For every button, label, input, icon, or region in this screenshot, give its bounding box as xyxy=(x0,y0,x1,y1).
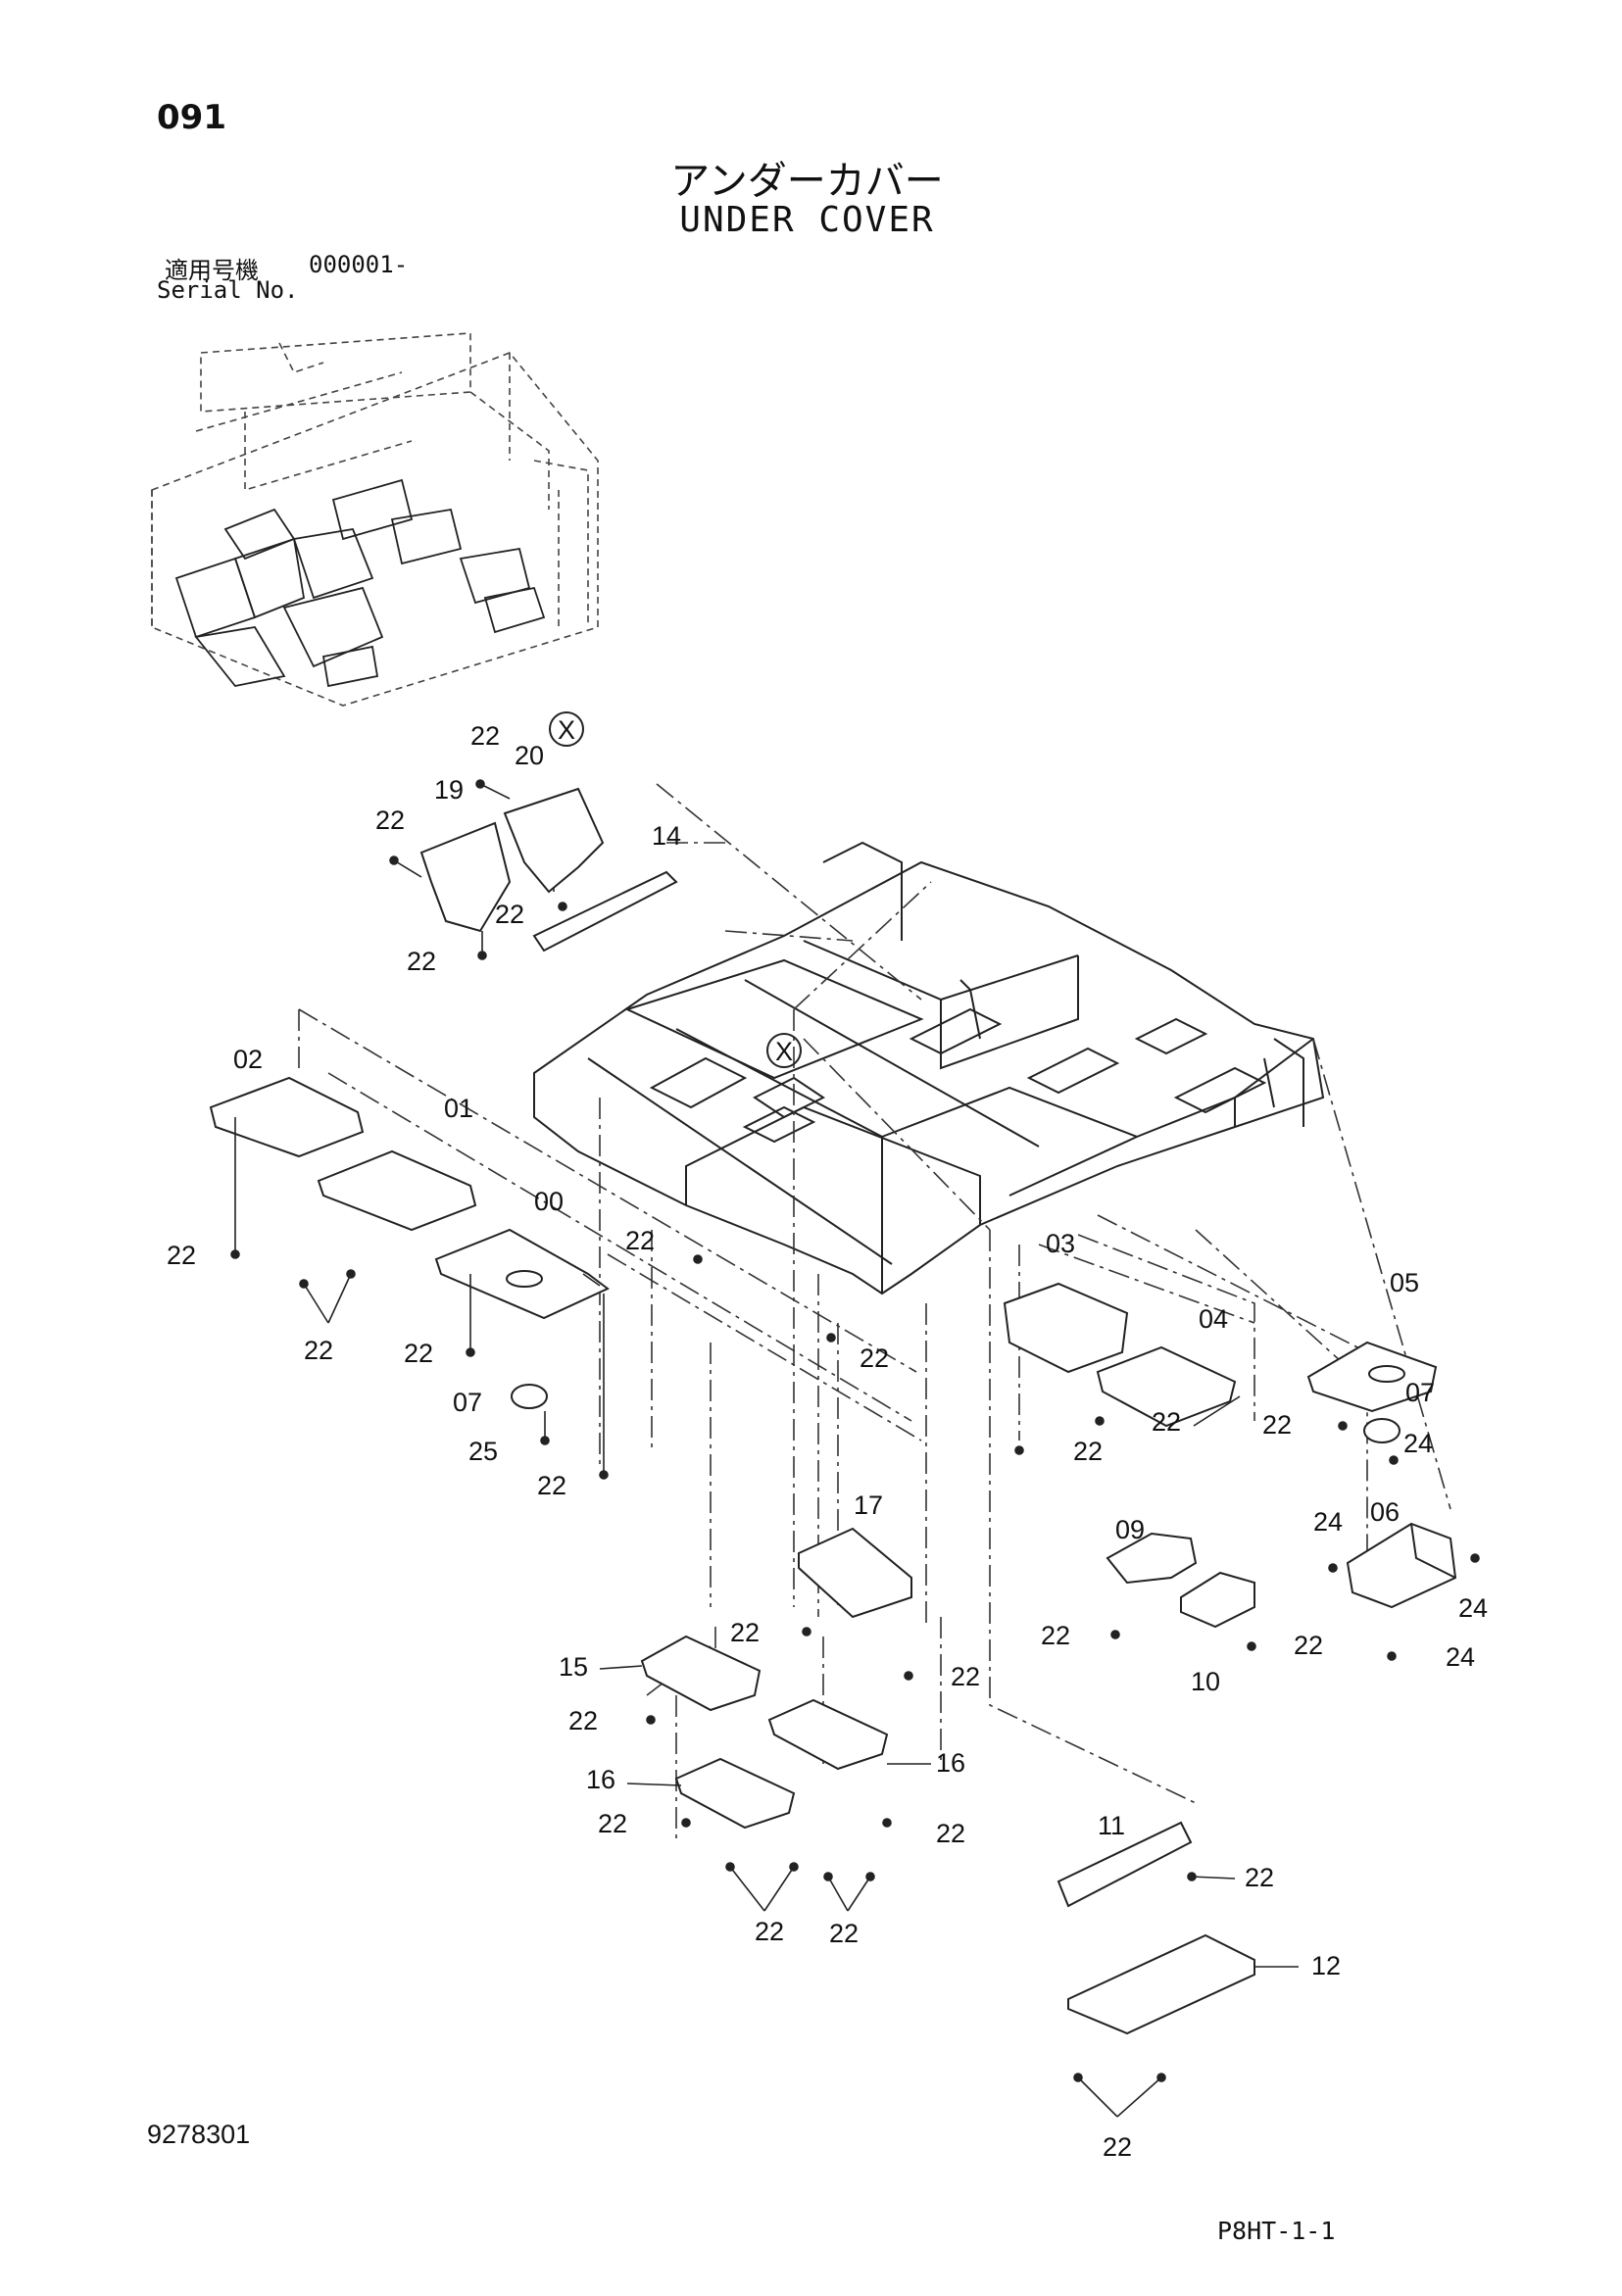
main-frame xyxy=(533,841,1325,1295)
cover-00 xyxy=(434,1228,610,1320)
serial-label-english: Serial No. xyxy=(157,276,299,304)
bracket-11 xyxy=(1057,1821,1193,1908)
cover-15 xyxy=(640,1635,762,1712)
callout-x-top: X xyxy=(558,715,575,745)
callout-20: 20 xyxy=(515,741,544,770)
x-mark-circle-mid xyxy=(766,1033,802,1068)
key-plan-covers xyxy=(174,478,546,688)
callout-22: 22 xyxy=(755,1917,784,1946)
serial-range: 000001- xyxy=(309,251,409,278)
callout-22: 22 xyxy=(404,1339,433,1368)
bracket-14 xyxy=(532,870,678,953)
callout-22: 22 xyxy=(470,721,500,751)
callout-05: 05 xyxy=(1390,1268,1419,1297)
callout-22: 22 xyxy=(167,1241,196,1270)
title-english: UNDER COVER xyxy=(679,200,935,240)
callout-22: 22 xyxy=(407,947,436,976)
callout-10: 10 xyxy=(1191,1667,1220,1696)
cover-06 xyxy=(1346,1522,1457,1609)
callout-22: 22 xyxy=(1103,2132,1132,2162)
callout-07: 07 xyxy=(1405,1378,1435,1407)
callout-24: 24 xyxy=(1458,1593,1488,1623)
cover-02 xyxy=(209,1076,365,1158)
callout-22: 22 xyxy=(375,806,405,835)
callout-15: 15 xyxy=(559,1652,588,1682)
cover-plates xyxy=(209,787,1457,2035)
callout-22: 22 xyxy=(495,900,524,929)
fasteners xyxy=(230,779,1480,2118)
callout-24: 24 xyxy=(1446,1642,1475,1672)
callout-22: 22 xyxy=(1262,1410,1292,1440)
callout-16: 16 xyxy=(936,1748,965,1778)
callout-22: 22 xyxy=(537,1471,566,1500)
cover-19 xyxy=(419,821,512,933)
cover-16-right xyxy=(767,1698,889,1771)
document-number: 9278301 xyxy=(147,2120,251,2149)
cover-09 xyxy=(1106,1532,1198,1585)
callout-14: 14 xyxy=(652,821,681,851)
callout-leaders xyxy=(582,1273,1299,1968)
callout-19: 19 xyxy=(434,775,464,805)
callout-12: 12 xyxy=(1311,1951,1341,1980)
key-plan-view xyxy=(151,332,599,707)
callout-22: 22 xyxy=(1294,1631,1323,1660)
cover-05 xyxy=(1306,1341,1438,1413)
callout-22: 22 xyxy=(1041,1621,1070,1650)
callout-06: 06 xyxy=(1370,1497,1400,1527)
page-code: P8HT-1-1 xyxy=(1217,2217,1336,2245)
cover-04 xyxy=(1096,1345,1237,1428)
callout-22: 22 xyxy=(860,1343,889,1373)
part-07-right xyxy=(1363,1418,1401,1443)
callout-25: 25 xyxy=(468,1437,498,1466)
callout-17: 17 xyxy=(854,1490,883,1520)
callout-22: 22 xyxy=(598,1809,627,1838)
callout-07: 07 xyxy=(453,1388,482,1417)
title-japanese: アンダーカバー xyxy=(670,159,944,204)
cover-16-left xyxy=(674,1757,796,1830)
callout-22: 22 xyxy=(1152,1407,1181,1437)
callout-11: 11 xyxy=(1098,1811,1125,1840)
callout-22: 22 xyxy=(625,1226,655,1255)
cover-12 xyxy=(1067,1933,1255,2035)
cover-20 xyxy=(503,787,605,894)
callout-22: 22 xyxy=(936,1819,965,1848)
callout-02: 02 xyxy=(233,1045,263,1074)
callout-24: 24 xyxy=(1403,1429,1433,1458)
cover-03 xyxy=(1003,1282,1129,1374)
x-mark-circle-top xyxy=(549,711,584,747)
callout-x-mid: X xyxy=(775,1037,793,1066)
part-07-left xyxy=(511,1384,548,1409)
callout-24: 24 xyxy=(1313,1507,1343,1537)
x-marks xyxy=(549,711,802,1068)
callout-22: 22 xyxy=(304,1336,333,1365)
callout-16: 16 xyxy=(586,1765,615,1794)
leader-lines xyxy=(298,783,1451,1842)
callout-22: 22 xyxy=(1073,1437,1103,1466)
callout-22: 22 xyxy=(568,1706,598,1735)
callout-09: 09 xyxy=(1115,1515,1145,1544)
callout-01: 01 xyxy=(444,1094,473,1123)
callout-22: 22 xyxy=(730,1618,760,1647)
callout-04: 04 xyxy=(1199,1304,1228,1334)
cover-10 xyxy=(1180,1571,1255,1629)
callout-03: 03 xyxy=(1046,1229,1075,1258)
callout-labels: 22 X 20 19 22 14 22 22 X 02 01 00 22 22 … xyxy=(167,715,1488,2162)
page-number: 091 xyxy=(157,98,226,137)
serial-label-japanese: 適用号機 xyxy=(165,257,259,284)
callout-22: 22 xyxy=(951,1662,980,1691)
cover-17 xyxy=(798,1527,912,1619)
callout-00: 00 xyxy=(534,1187,564,1216)
cover-01 xyxy=(317,1149,477,1232)
callout-22: 22 xyxy=(829,1919,859,1948)
callout-22: 22 xyxy=(1245,1863,1274,1892)
